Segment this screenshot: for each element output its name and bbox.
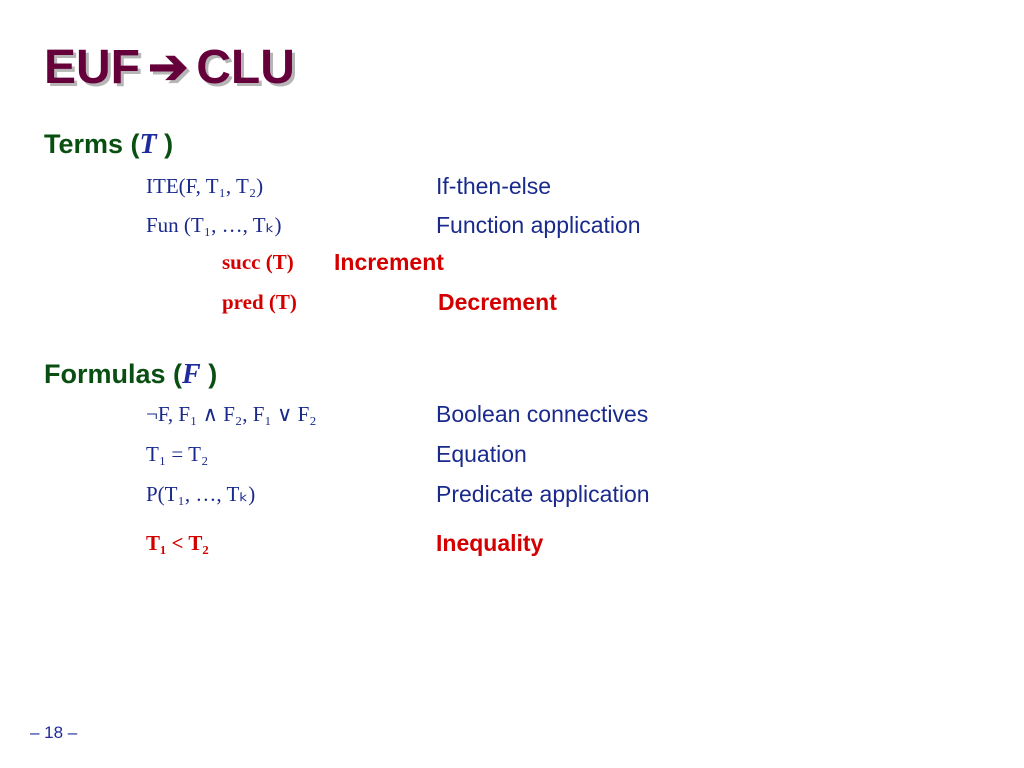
terms-heading: Terms (T ) bbox=[44, 127, 173, 162]
title-right: CLU bbox=[196, 41, 295, 94]
term-description: If-then-else bbox=[436, 173, 552, 199]
formula-expression: P(T₁, …, Tₖ) bbox=[146, 482, 256, 506]
title-left: EUF bbox=[44, 41, 140, 94]
terms-heading-suffix: ) bbox=[156, 129, 174, 159]
terms-heading-symbol: T bbox=[139, 129, 157, 160]
formulas-heading: Formulas (F ) bbox=[44, 357, 217, 392]
formula-description: Inequality bbox=[436, 530, 544, 556]
formulas-heading-suffix: ) bbox=[200, 359, 218, 389]
term-expression: pred (T) bbox=[222, 290, 297, 314]
term-expression: Fun (T₁, …, Tₖ) bbox=[146, 213, 282, 237]
formula-expression: T₁ < T₂ bbox=[146, 531, 209, 555]
formulas-heading-symbol: F bbox=[182, 359, 201, 390]
formula-description: Boolean connectives bbox=[436, 401, 649, 427]
term-description: Decrement bbox=[438, 289, 557, 315]
formula-description: Equation bbox=[436, 441, 527, 467]
slide-title: EUF➔CLU bbox=[44, 36, 295, 100]
formula-expression: ¬F, F₁ ∧ F₂, F₁ ∨ F₂ bbox=[146, 402, 317, 426]
terms-heading-prefix: Terms ( bbox=[44, 129, 140, 159]
formula-description: Predicate application bbox=[436, 481, 650, 507]
right-arrow-icon: ➔ bbox=[148, 41, 189, 94]
term-expression: ITE(F, T₁, T₂) bbox=[146, 174, 264, 198]
term-description: Function application bbox=[436, 212, 641, 238]
formula-expression: T₁ = T₂ bbox=[146, 442, 209, 466]
term-description: Increment bbox=[334, 249, 444, 275]
term-expression: succ (T) bbox=[222, 250, 294, 274]
formulas-heading-prefix: Formulas ( bbox=[44, 359, 183, 389]
page-number: – 18 – bbox=[30, 723, 78, 742]
